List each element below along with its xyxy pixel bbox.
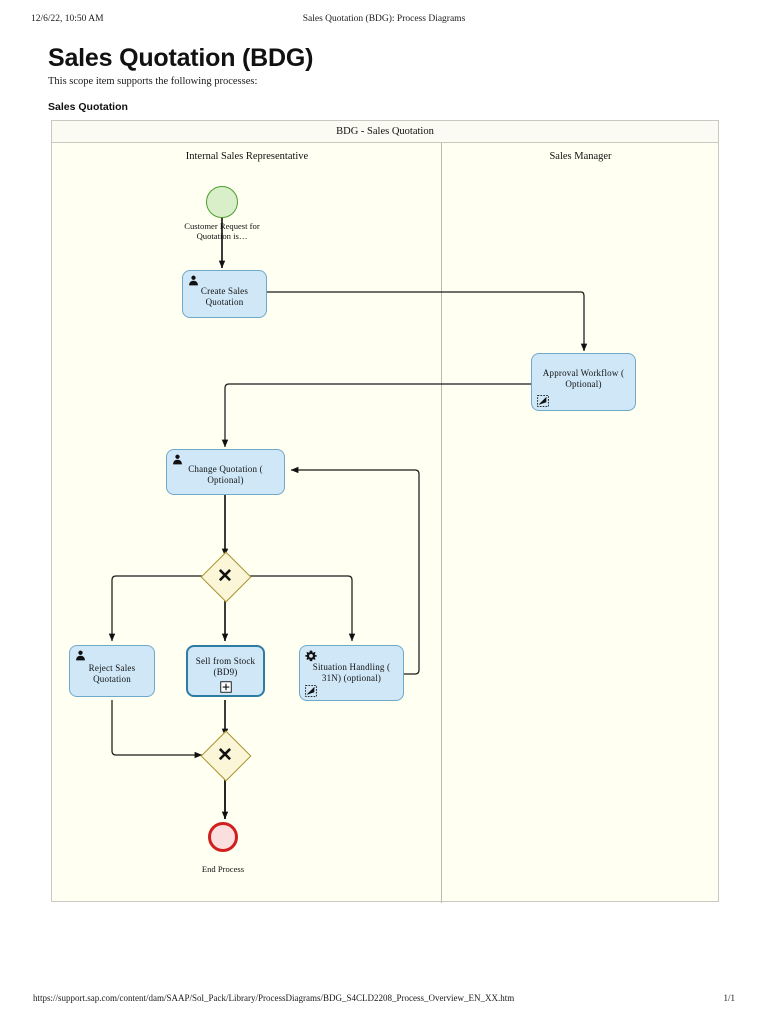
- print-footer: https://support.sap.com/content/dam/SAAP…: [0, 993, 768, 1007]
- task-label: Create Sales Quotation: [200, 285, 249, 307]
- end-event-label: End Process: [201, 864, 245, 874]
- bpmn-pool: BDG - Sales Quotation Internal Sales Rep…: [51, 120, 719, 903]
- task-label: Reject Sales Quotation: [88, 663, 136, 684]
- gateway-symbol: ✕: [217, 744, 233, 766]
- task-change-quotation[interactable]: Change Quotation ( Optional): [166, 449, 285, 495]
- exclusive-gateway-split[interactable]: ✕: [200, 551, 252, 603]
- exclusive-gateway-merge[interactable]: ✕: [200, 730, 252, 782]
- end-event[interactable]: [208, 822, 238, 852]
- start-event-label: Customer Request for Quotation is…: [184, 221, 260, 242]
- gateway-symbol: ✕: [217, 565, 233, 587]
- external-link-icon[interactable]: [305, 685, 317, 697]
- task-label: Situation Handling ( 31N) (optional): [312, 662, 391, 683]
- section-title: Sales Quotation: [48, 101, 128, 113]
- start-event[interactable]: [206, 186, 238, 218]
- lane-label-internal-sales-representative: Internal Sales Representative: [185, 151, 309, 162]
- task-reject-sales-quotation[interactable]: Reject Sales Quotation: [69, 645, 155, 697]
- page-subtitle: This scope item supports the following p…: [48, 76, 258, 87]
- pool-title: BDG - Sales Quotation: [52, 121, 718, 143]
- print-header: 12/6/22, 10:50 AM Sales Quotation (BDG):…: [0, 14, 768, 28]
- task-label: Sell from Stock (BD9): [195, 656, 256, 678]
- task-approval-workflow[interactable]: Approval Workflow ( Optional): [531, 353, 636, 411]
- lane-divider: [441, 143, 442, 903]
- print-date: 12/6/22, 10:50 AM: [31, 14, 104, 24]
- task-create-sales-quotation[interactable]: Create Sales Quotation: [182, 270, 267, 318]
- task-sell-from-stock[interactable]: Sell from Stock (BD9): [186, 645, 265, 697]
- user-icon: [188, 275, 199, 286]
- user-icon: [172, 454, 183, 465]
- external-link-icon[interactable]: [537, 395, 549, 407]
- footer-page-number: 1/1: [723, 993, 735, 1003]
- gear-icon: [305, 650, 317, 662]
- task-label: Approval Workflow ( Optional): [542, 367, 625, 389]
- task-label: Change Quotation ( Optional): [188, 463, 263, 485]
- lane-label-sales-manager: Sales Manager: [549, 151, 612, 162]
- page-title: Sales Quotation (BDG): [48, 44, 314, 72]
- footer-url: https://support.sap.com/content/dam/SAAP…: [33, 993, 515, 1003]
- task-situation-handling[interactable]: Situation Handling ( 31N) (optional): [299, 645, 404, 701]
- plus-box-icon[interactable]: [219, 681, 232, 693]
- print-header-title: Sales Quotation (BDG): Process Diagrams: [302, 14, 466, 24]
- user-icon: [75, 650, 86, 661]
